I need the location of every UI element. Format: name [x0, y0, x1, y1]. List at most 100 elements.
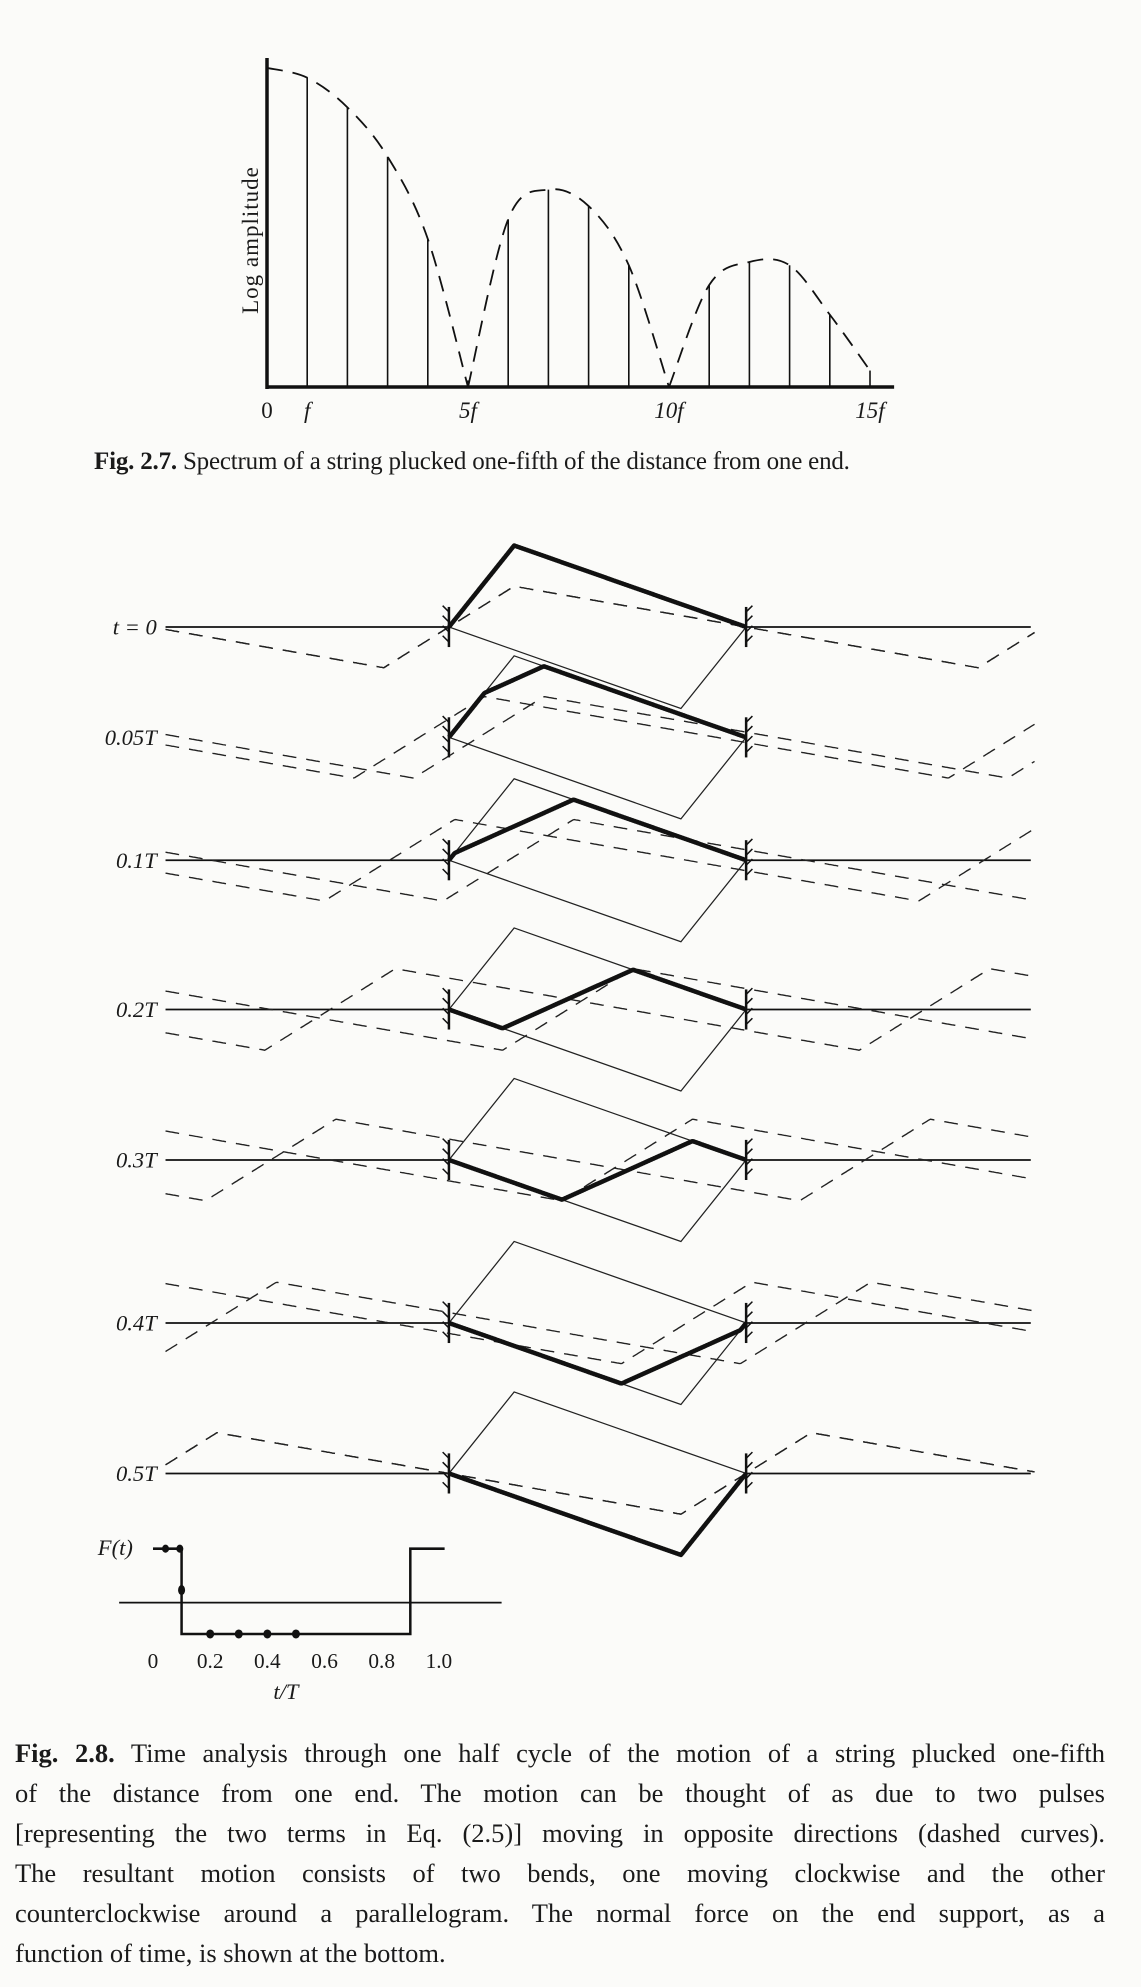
support-hatch: [442, 1138, 450, 1146]
force-x-label: t/T: [273, 1679, 300, 1704]
force-x-tick-label: 0: [148, 1649, 159, 1673]
support-hatch: [745, 1321, 753, 1329]
x-tick-label: 10f: [654, 398, 687, 423]
row-time-label: 0.1T: [116, 848, 158, 873]
left-moving-pulse: [165, 1281, 1035, 1365]
string-snapshot-row: 0.2T: [116, 927, 1035, 1092]
y-axis-label: Log amplitude: [238, 166, 263, 314]
caption-line: of the distance from one end. The motion…: [15, 1778, 1105, 1808]
envelope-lobe-2: [467, 188, 670, 388]
support-hatch: [442, 615, 450, 623]
force-x-tick-label: 0.2: [197, 1649, 224, 1673]
support-hatch: [745, 745, 753, 753]
string-shape: [447, 664, 748, 740]
support-hatch: [745, 838, 753, 846]
support-hatch: [442, 1461, 450, 1469]
x-tick-label: 0: [261, 398, 273, 423]
envelope-lobe-3: [668, 258, 871, 388]
support-hatch: [745, 1471, 753, 1479]
force-dot: [176, 1544, 184, 1553]
envelope-lobe-1: [266, 66, 469, 388]
support-hatch: [745, 725, 753, 733]
support-hatch: [442, 1148, 450, 1156]
figure-2-7-caption: Fig. 2.7. Spectrum of a string plucked o…: [94, 448, 1074, 476]
support-hatch: [745, 1481, 753, 1490]
string-snapshot-row: 0.05T: [105, 655, 1035, 820]
support-hatch: [442, 1311, 450, 1319]
support-hatch: [442, 1331, 450, 1339]
support-hatch: [442, 1451, 450, 1459]
support-hatch: [442, 635, 450, 643]
left-moving-pulse: [165, 1118, 1035, 1202]
right-moving-pulse: [165, 1281, 1035, 1365]
support-hatch: [442, 997, 450, 1005]
support-hatch: [442, 715, 450, 723]
force-x-tick-label: 0.4: [254, 1649, 281, 1673]
support-hatch: [745, 1158, 753, 1166]
force-x-tick-label: 1.0: [426, 1649, 453, 1673]
row-time-label: 0.2T: [116, 997, 158, 1022]
force-x-tick-label: 0.6: [311, 1649, 338, 1673]
support-hatch: [442, 1481, 450, 1490]
support-hatch: [442, 1017, 450, 1026]
force-step-curve: [152, 1547, 445, 1636]
figure-2-8-caption: Fig. 2.8. Time analysis through one half…: [15, 1733, 1105, 1973]
caption-line: The resultant motion consists of two ben…: [15, 1858, 1105, 1888]
support-hatch: [442, 868, 450, 876]
force-x-tick-label: 0.8: [368, 1649, 395, 1673]
support-hatch: [442, 1158, 450, 1166]
string-snapshot-row: 0.3T: [116, 1077, 1035, 1243]
force-dot: [178, 1585, 186, 1596]
right-moving-pulse: [165, 696, 1035, 779]
support-hatch: [745, 848, 753, 856]
support-hatch: [745, 1138, 753, 1146]
caption-label: Fig. 2.7.: [94, 448, 177, 475]
support-hatch: [745, 715, 753, 723]
row-time-label: t = 0: [113, 615, 157, 640]
support-hatch: [745, 1451, 753, 1459]
string-snapshot-row: 0.1T: [116, 777, 1035, 943]
support-hatch: [442, 987, 450, 995]
support-hatch: [442, 745, 450, 753]
support-hatch: [745, 735, 753, 743]
string-shape: [447, 1471, 748, 1558]
x-tick-label: f: [304, 398, 314, 423]
support-hatch: [745, 997, 753, 1005]
row-time-label: 0.5T: [116, 1461, 158, 1486]
right-moving-pulse: [165, 818, 1035, 902]
caption-text: Spectrum of a string plucked one-fifth o…: [176, 448, 850, 475]
support-hatch: [745, 858, 753, 866]
support-hatch: [745, 635, 753, 643]
row-time-label: 0.05T: [105, 725, 158, 750]
force-dot: [263, 1629, 272, 1639]
left-moving-pulse: [165, 696, 1035, 779]
support-hatch: [745, 1017, 753, 1026]
support-hatch: [442, 1007, 450, 1016]
support-hatch: [442, 838, 450, 846]
parallelogram-path: [447, 927, 748, 1092]
support-hatch: [442, 735, 450, 743]
parallelogram-path: [447, 1240, 748, 1406]
support-hatch: [442, 1471, 450, 1479]
string-shape: [447, 797, 748, 863]
parallelogram-path: [447, 1077, 748, 1243]
x-tick-label: 15f: [855, 398, 888, 423]
support-hatch: [745, 605, 753, 613]
left-moving-pulse: [165, 818, 1035, 902]
row-time-label: 0.3T: [116, 1147, 158, 1172]
support-hatch: [745, 987, 753, 995]
support-hatch: [745, 1331, 753, 1339]
force-y-label: F(t): [97, 1535, 133, 1560]
row-time-label: 0.4T: [116, 1310, 158, 1335]
string-shape: [447, 1320, 748, 1386]
support-hatch: [442, 1301, 450, 1309]
string-snapshot-row: 0.4T: [116, 1240, 1035, 1406]
support-hatch: [745, 1148, 753, 1156]
string-shape: [447, 543, 748, 630]
support-hatch: [442, 1321, 450, 1329]
left-moving-pulse: [165, 968, 1035, 1051]
caption-line: function of time, is shown at the bottom…: [15, 1938, 446, 1968]
force-plot: F(t) 0 0.2 0.4 0.6 0.8 1.0 t/T: [97, 1535, 502, 1704]
